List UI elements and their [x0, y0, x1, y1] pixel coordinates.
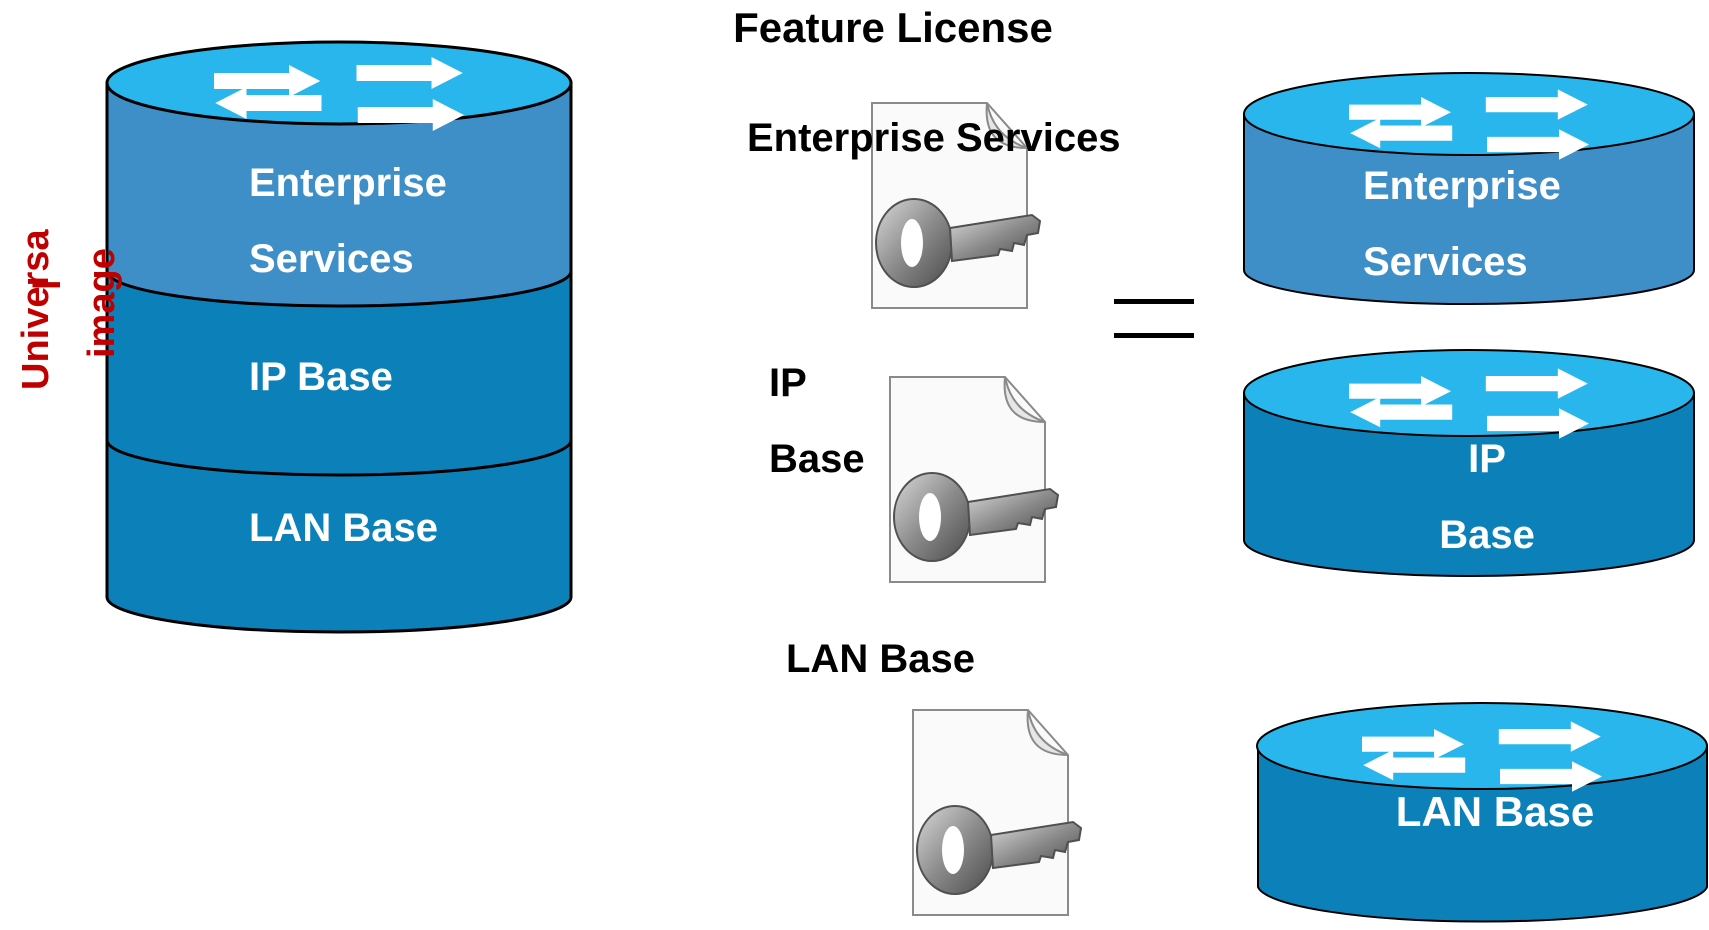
router-enterprise-services: Enterprise Services — [1243, 72, 1695, 305]
router-ip-label-line2: Base — [1439, 513, 1535, 557]
router-ip-label-line1: IP — [1468, 437, 1506, 481]
license-enterprise: Enterprise Services — [747, 102, 1121, 309]
equals-sign — [1114, 299, 1194, 338]
router-lan-label: LAN Base — [1396, 788, 1594, 835]
stack-top — [105, 40, 573, 126]
router-lan-base: LAN Base — [1256, 702, 1708, 923]
stack-lan-base-label: LAN Base — [249, 506, 438, 550]
router-ip-base: IP Base — [1243, 349, 1695, 577]
license-key-document-icon — [889, 376, 1059, 583]
universal-label-line1: Universa — [15, 229, 57, 390]
universal-image-stack: Enterprise Services IP Base LAN Base — [105, 40, 573, 634]
stack-enterprise-label-line1: Enterprise — [249, 161, 447, 205]
license-lan-base: LAN Base — [786, 637, 1082, 916]
universal-label-line2: l — [27, 279, 69, 290]
license-ip-label-line1: IP — [769, 361, 807, 405]
lan-base-layer — [105, 438, 573, 634]
license-ip-label-line2: Base — [769, 437, 865, 481]
router-enterprise-label-line1: Enterprise — [1363, 164, 1561, 208]
diagram-title: Feature License — [733, 4, 1053, 51]
router-enterprise-label-line2: Services — [1363, 240, 1528, 284]
license-lan-label: LAN Base — [786, 637, 975, 681]
license-key-document-icon — [912, 709, 1082, 916]
license-enterprise-label: Enterprise Services — [747, 116, 1121, 160]
stack-enterprise-label-line2: Services — [249, 237, 414, 281]
universal-image-label: Universa l image — [15, 229, 123, 390]
universal-label-line3: image — [81, 248, 123, 358]
stack-ip-base-label: IP Base — [249, 355, 393, 399]
enterprise-services-layer — [105, 81, 573, 308]
license-ip-base: IP Base — [769, 361, 1059, 583]
ip-base-layer — [105, 269, 573, 477]
